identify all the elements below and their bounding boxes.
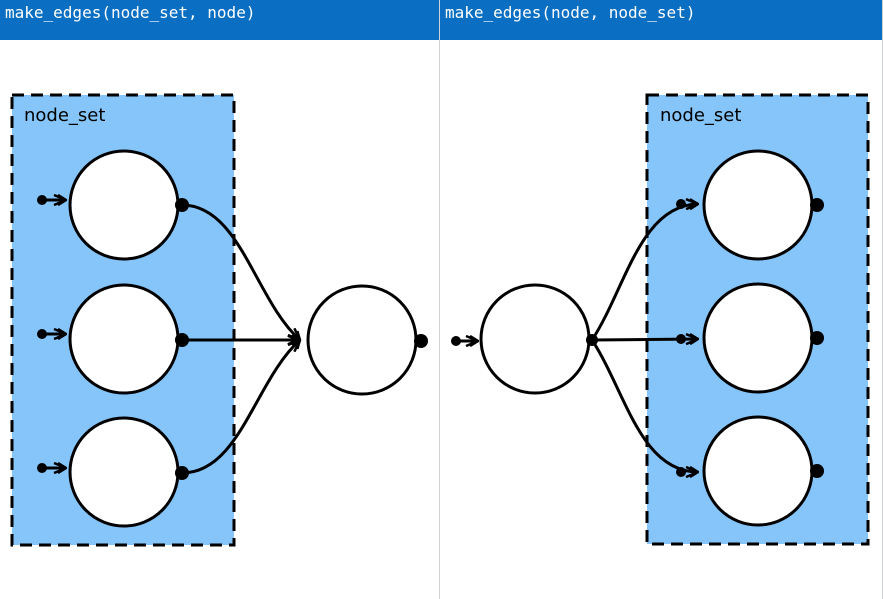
- output-port-top: [175, 198, 189, 212]
- input-port-middle: [676, 334, 686, 344]
- source-node-output-port: [586, 334, 598, 346]
- target-node-output-port: [414, 334, 428, 348]
- set-node-bottom: [68, 416, 180, 528]
- output-port-top: [810, 198, 824, 212]
- input-port-bottom: [676, 467, 686, 477]
- node-set-label: node_set: [660, 105, 741, 126]
- set-node-middle: [702, 282, 814, 394]
- source-node: [479, 283, 591, 395]
- output-port-middle: [810, 331, 824, 345]
- left-panel-title: make_edges(node_set, node): [5, 3, 256, 22]
- right-panel: make_edges(node, node_set) node_set: [440, 0, 883, 599]
- input-arrow-bottom: [37, 463, 66, 473]
- source-node-input-arrow: [451, 336, 478, 346]
- set-node-middle: [68, 283, 180, 395]
- right-panel-header: make_edges(node, node_set): [440, 0, 882, 40]
- input-port-top: [676, 199, 686, 209]
- output-port-middle: [175, 333, 189, 347]
- input-arrow-middle: [37, 329, 66, 339]
- set-node-top: [702, 149, 814, 261]
- edge-top-to-node: [181, 203, 300, 340]
- left-panel-header: make_edges(node_set, node): [0, 0, 439, 40]
- set-node-top: [68, 149, 180, 261]
- node-set-label: node_set: [24, 105, 105, 126]
- edge-bottom-to-node: [181, 340, 300, 475]
- right-diagram: node_set: [451, 93, 870, 546]
- left-panel: make_edges(node_set, node) node_set: [0, 0, 440, 599]
- target-node: [306, 284, 418, 396]
- right-panel-title: make_edges(node, node_set): [445, 3, 696, 22]
- output-port-bottom: [175, 466, 189, 480]
- input-arrow-top: [37, 195, 66, 205]
- left-diagram: node_set: [10, 93, 428, 547]
- output-port-bottom: [810, 464, 824, 478]
- set-node-bottom: [702, 415, 814, 527]
